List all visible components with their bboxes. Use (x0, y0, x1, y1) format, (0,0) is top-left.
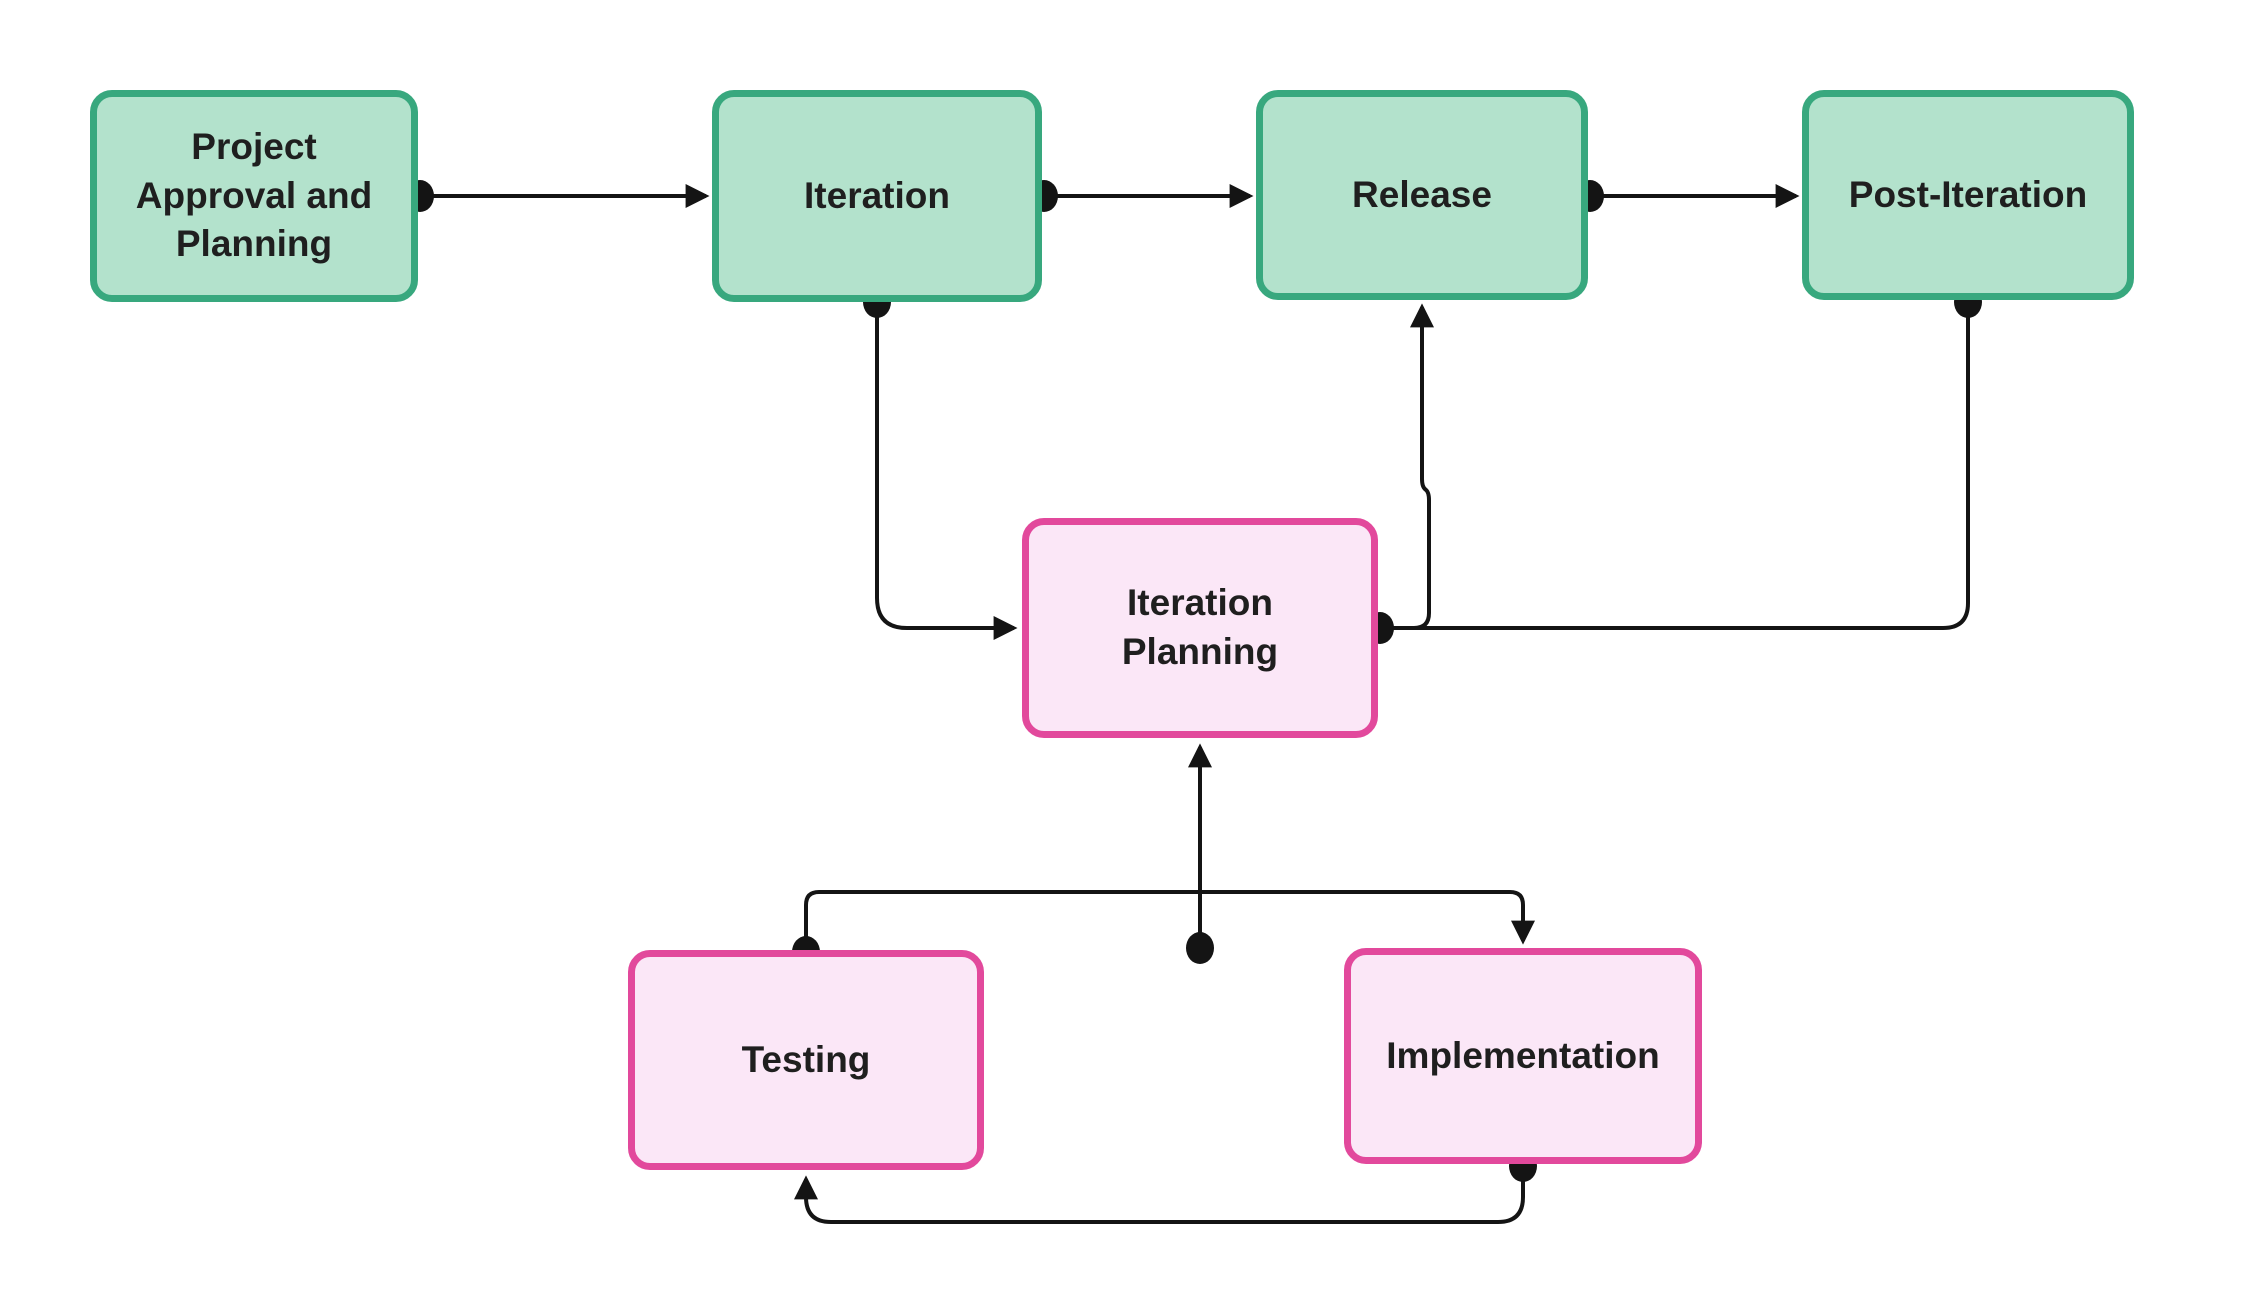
node-label: Testing (741, 1038, 871, 1080)
node-implementation: Implementation (1344, 948, 1702, 1164)
node-iteration: Iteration (712, 90, 1042, 302)
edge-iteration-to-iteration-planning (875, 302, 1018, 640)
edge-testing-to-implementation (804, 890, 1535, 952)
node-label: Iteration Planning (1121, 582, 1279, 672)
node-label: Post-Iteration (1848, 173, 2088, 215)
node-label: Iteration (804, 174, 950, 216)
node-label: Project Approval and Planning (135, 125, 373, 265)
node-project-approval-and-planning: Project Approval and Planning (90, 90, 418, 302)
node-testing: Testing (628, 950, 984, 1170)
edge-post-iteration-to-iteration-planning (1383, 302, 1970, 630)
node-label: Implementation (1386, 1034, 1660, 1076)
node-release: Release (1256, 90, 1588, 300)
edge-iteration-planning-to-release (1380, 303, 1434, 630)
connector-dot-junction (1186, 932, 1214, 964)
node-iteration-planning: Iteration Planning (1022, 518, 1378, 738)
node-post-iteration: Post-Iteration (1802, 90, 2134, 300)
node-label: Release (1352, 173, 1492, 215)
edge-implementation-to-testing (794, 1166, 1525, 1224)
